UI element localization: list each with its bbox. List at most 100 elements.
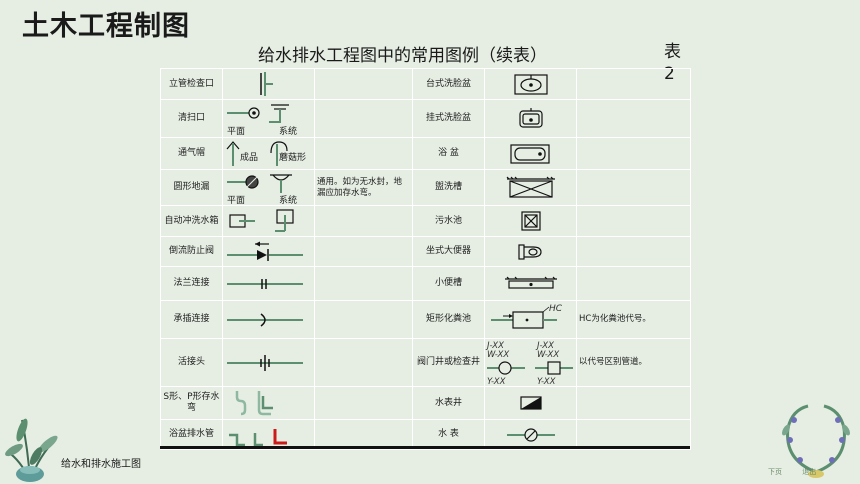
urinal-trough-icon <box>484 266 577 301</box>
right-note-cell: 以代号区别管道。 <box>576 338 691 387</box>
note-cell <box>314 205 413 237</box>
riser-check-icon <box>222 68 315 100</box>
trap-icon <box>222 386 315 420</box>
right-note-cell: HC为化粪池代号。 <box>576 300 691 339</box>
left-name-cell: 法兰连接 <box>160 266 223 301</box>
well-label: Y-XX <box>537 377 556 386</box>
table-row: 通气帽 成品 蘑菇形 浴 盆 <box>160 137 691 170</box>
flange-joint-icon <box>222 266 315 301</box>
note-cell <box>314 99 413 138</box>
table-row: S形、P形存水弯 水表井 <box>160 386 691 420</box>
symbol-sub-label: 平面 <box>227 126 245 136</box>
counter-washbasin-icon <box>484 68 577 100</box>
water-meter-icon <box>484 419 577 450</box>
note-cell <box>314 266 413 301</box>
right-name-cell: 小便槽 <box>412 266 485 301</box>
note-cell: 通用。如为无水封，地漏应加存水弯。 <box>314 169 413 206</box>
right-note-cell <box>576 68 691 100</box>
well-label: W-XX <box>487 350 509 360</box>
right-name-cell: 阀门井或检查井 <box>412 338 485 387</box>
right-name-cell: 水表井 <box>412 386 485 420</box>
symbol-sub-label: 平面 <box>227 195 245 205</box>
right-note-cell <box>576 236 691 267</box>
table-row: 倒流防止阀 坐式大便器 <box>160 236 691 267</box>
table-title: 给水排水工程图中的常用图例（续表） <box>258 46 547 66</box>
valve-well-icon: J-XX W-XX Y-XX J-XX W-XX Y-XX <box>484 338 577 387</box>
toilet-icon <box>484 236 577 267</box>
well-label: J-XX <box>535 341 554 351</box>
socket-joint-icon <box>222 300 315 339</box>
footer-caption: 给水和排水施工图 <box>61 459 141 470</box>
septic-code-label: HC <box>549 304 563 314</box>
note-cell <box>314 338 413 387</box>
bath-drain-icon <box>222 419 315 450</box>
left-name-cell: 立管检查口 <box>160 68 223 100</box>
right-name-cell: 坐式大便器 <box>412 236 485 267</box>
left-name-cell: 浴盆排水管 <box>160 419 223 450</box>
well-label: W-XX <box>537 350 559 360</box>
right-name-cell: 盥洗槽 <box>412 169 485 206</box>
right-note-cell <box>576 169 691 206</box>
left-name-cell: S形、P形存水弯 <box>160 386 223 420</box>
right-note-cell <box>576 205 691 237</box>
legend-table: 立管检查口 台式洗脸盆 清扫口 <box>160 68 691 450</box>
plant-icon <box>5 418 58 482</box>
table-row: 承插连接 矩形化粪池 HC <box>160 300 691 339</box>
prev-page-link[interactable]: 下页 <box>768 468 782 476</box>
table-row: 自动冲洗水箱 污水池 <box>160 205 691 237</box>
symbol-sub-label: 成品 <box>240 151 258 163</box>
right-note-cell <box>576 137 691 170</box>
slide-title: 土木工程制图 <box>22 11 190 42</box>
flush-tank-icon <box>222 205 315 237</box>
left-name-cell: 圆形地漏 <box>160 169 223 206</box>
right-note-cell <box>576 266 691 301</box>
left-name-cell: 倒流防止阀 <box>160 236 223 267</box>
right-note-cell <box>576 99 691 138</box>
backflow-valve-icon <box>222 236 315 267</box>
symbol-sub-label: 系统 <box>279 194 297 205</box>
note-cell <box>314 386 413 420</box>
note-cell <box>314 68 413 100</box>
table-row: 活接头 阀门井或检查井 J-XX W-XX Y-XX J-XX <box>160 338 691 387</box>
note-cell <box>314 300 413 339</box>
right-name-cell: 台式洗脸盆 <box>412 68 485 100</box>
floor-drain-icon: 平面 系统 <box>222 169 315 206</box>
pager: 下页 退出 <box>768 467 834 477</box>
table-row: 浴盆排水管 水 表 <box>160 419 691 450</box>
right-name-cell: 挂式洗脸盆 <box>412 99 485 138</box>
note-cell <box>314 137 413 170</box>
cleanout-icon: 平面 系统 <box>222 99 315 138</box>
union-joint-icon <box>222 338 315 387</box>
note-cell <box>314 236 413 267</box>
exit-link[interactable]: 退出 <box>802 468 817 476</box>
table-row: 清扫口 平面 系统 挂式洗脸盆 <box>160 99 691 138</box>
sewage-basin-icon <box>484 205 577 237</box>
right-note-cell <box>576 386 691 420</box>
note-cell <box>314 419 413 450</box>
left-name-cell: 活接头 <box>160 338 223 387</box>
table-bottom-rule <box>160 446 690 449</box>
wreath-icon <box>782 404 850 478</box>
left-name-cell: 承插连接 <box>160 300 223 339</box>
well-label: Y-XX <box>487 377 506 386</box>
right-name-cell: 水 表 <box>412 419 485 450</box>
right-name-cell: 浴 盆 <box>412 137 485 170</box>
septic-tank-icon: HC <box>484 300 577 339</box>
table-row: 法兰连接 小便槽 <box>160 266 691 301</box>
meter-well-icon <box>484 386 577 420</box>
right-name-cell: 矩形化粪池 <box>412 300 485 339</box>
well-label: J-XX <box>485 341 504 351</box>
symbol-sub-label: 系统 <box>279 125 297 136</box>
left-name-cell: 通气帽 <box>160 137 223 170</box>
bathtub-icon <box>484 137 577 170</box>
right-name-cell: 污水池 <box>412 205 485 237</box>
table-row: 立管检查口 台式洗脸盆 <box>160 68 691 100</box>
wall-washbasin-icon <box>484 99 577 138</box>
wash-trough-icon <box>484 169 577 206</box>
left-name-cell: 自动冲洗水箱 <box>160 205 223 237</box>
vent-cap-icon: 成品 蘑菇形 <box>222 137 315 170</box>
right-note-cell <box>576 419 691 450</box>
symbol-sub-label: 蘑菇形 <box>279 151 306 163</box>
table-row: 圆形地漏 平面 系统 通用。如为无水封，地漏应加存水弯。 盥洗槽 <box>160 169 691 206</box>
left-name-cell: 清扫口 <box>160 99 223 138</box>
